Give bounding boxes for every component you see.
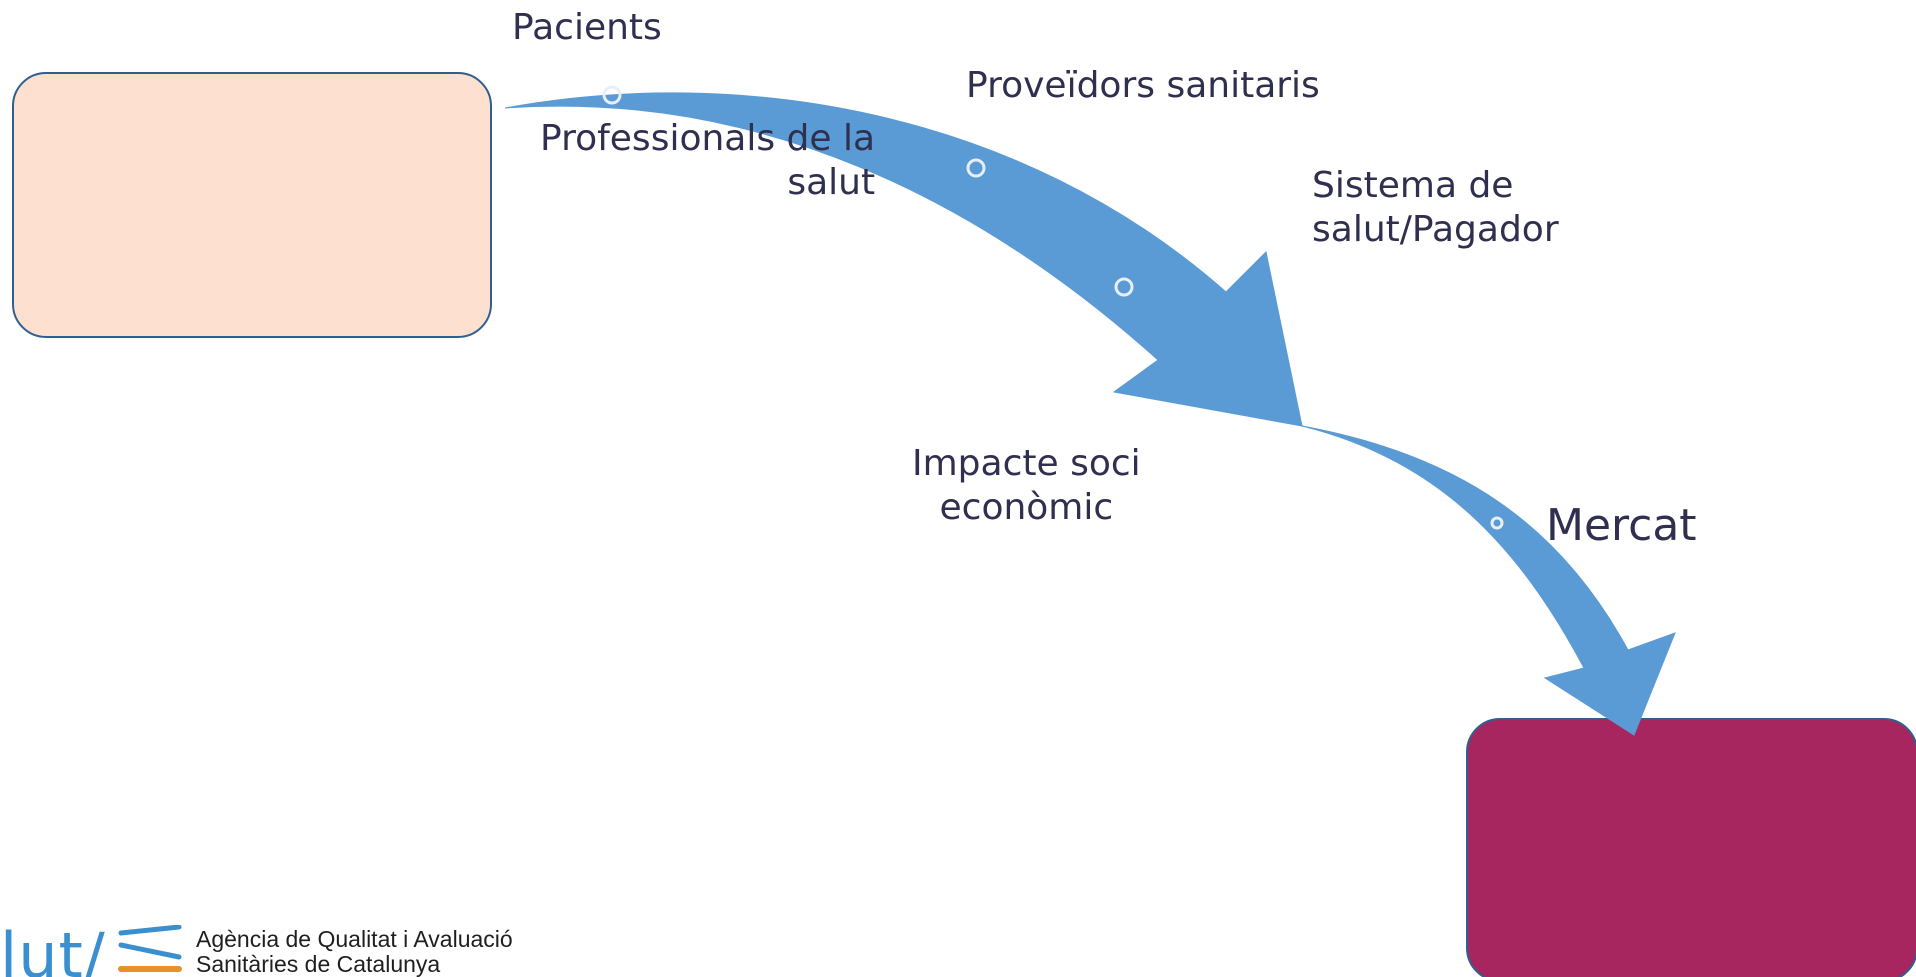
arrow-lower [1301, 425, 1676, 736]
organization-line-1: Agència de Qualitat i Avaluació [196, 926, 513, 952]
arrow-dot [966, 158, 986, 178]
label-sistema: Sistema de salut/Pagador [1312, 165, 1559, 250]
arrow-upper [504, 92, 1303, 427]
start-box [12, 72, 492, 338]
label-proveidors: Proveïdors sanitaris [966, 65, 1320, 106]
arrow-dot [602, 85, 622, 105]
arrow-dot [1490, 516, 1504, 530]
label-pacients: Pacients [512, 7, 662, 48]
logo-stripes-icon [118, 925, 182, 972]
end-box [1466, 718, 1916, 977]
label-mercat: Mercat [1546, 500, 1697, 551]
logo-mark: lut/ [0, 919, 106, 977]
arrow-dot [1114, 277, 1134, 297]
organization-name: Agència de Qualitat i Avaluació Sanitàri… [196, 927, 513, 977]
organization-line-2: Sanitàries de Catalunya [196, 951, 441, 977]
arrow-dots [602, 85, 1504, 530]
label-impacte: Impacte soci econòmic [912, 443, 1141, 528]
label-professionals: Professionals de la salut [540, 118, 876, 203]
